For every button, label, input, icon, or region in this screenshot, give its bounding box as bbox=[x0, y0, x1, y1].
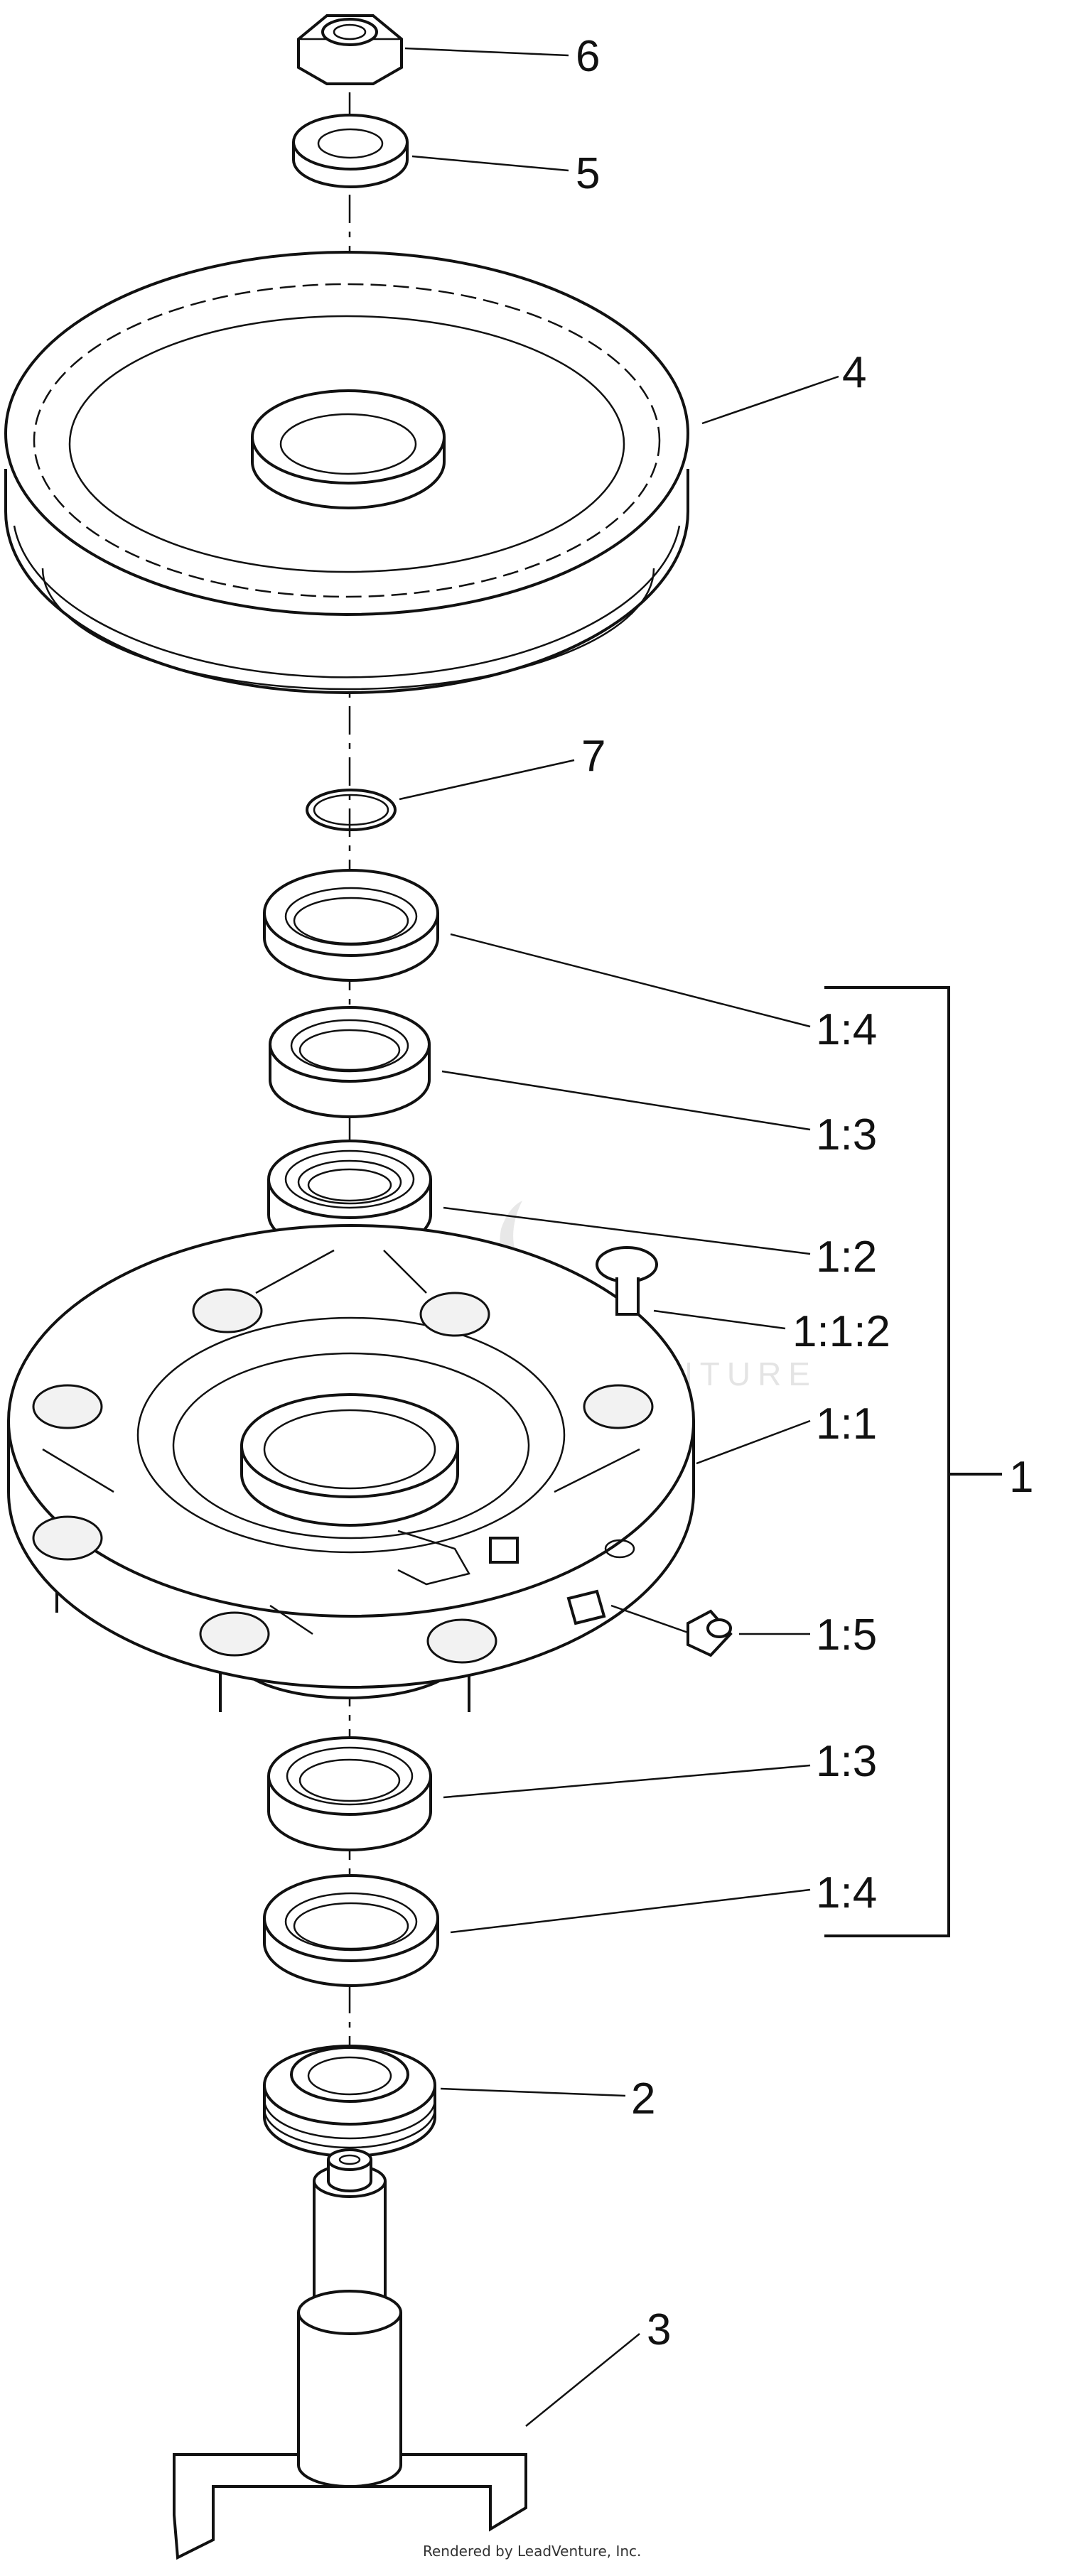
part-7-o-ring[interactable] bbox=[306, 789, 397, 831]
leader-lines bbox=[399, 47, 839, 2427]
callout-1-3-top: 1:3 bbox=[816, 1110, 877, 1159]
callout-labels: 6 5 4 7 1:4 1:3 1:2 1:1:2 1:1 1 1:5 1:3 … bbox=[576, 32, 1033, 2354]
callout-3: 3 bbox=[647, 2305, 671, 2354]
callout-7: 7 bbox=[581, 732, 605, 781]
part-1-3-bottom-bearing[interactable] bbox=[267, 1736, 432, 1851]
callout-6: 6 bbox=[576, 32, 600, 81]
assembly-bracket bbox=[824, 986, 1002, 1937]
callout-1-3-bottom: 1:3 bbox=[816, 1737, 877, 1786]
callout-5: 5 bbox=[576, 149, 600, 198]
part-5-washer[interactable] bbox=[292, 114, 409, 188]
callout-1: 1 bbox=[1009, 1453, 1033, 1502]
part-1-4-bottom-seal[interactable] bbox=[263, 1874, 439, 1987]
part-1-3-top-bearing[interactable] bbox=[269, 1006, 431, 1118]
callout-1-2: 1:2 bbox=[816, 1233, 877, 1282]
callout-1-4-bottom: 1:4 bbox=[816, 1868, 877, 1917]
part-1-5-grease-fitting[interactable] bbox=[610, 1604, 733, 1657]
part-3-spindle-shaft[interactable] bbox=[173, 2148, 527, 2560]
part-1-1-2-plug[interactable] bbox=[596, 1246, 658, 1316]
callout-1-1: 1:1 bbox=[816, 1400, 877, 1449]
callout-1-5: 1:5 bbox=[816, 1611, 877, 1660]
callout-1-4-top: 1:4 bbox=[816, 1005, 877, 1054]
callout-1-1-2: 1:1:2 bbox=[792, 1307, 890, 1356]
callout-2: 2 bbox=[631, 2074, 655, 2123]
callout-4: 4 bbox=[842, 348, 866, 397]
rendered-by-credit: Rendered by LeadVenture, Inc. bbox=[423, 2543, 641, 2560]
part-6-hex-nut[interactable] bbox=[297, 14, 403, 85]
part-2-spacer[interactable] bbox=[263, 2045, 436, 2158]
part-1-4-top-seal[interactable] bbox=[263, 869, 439, 982]
part-4-pulley[interactable] bbox=[4, 251, 689, 694]
part-1-1-spindle-housing[interactable] bbox=[7, 1224, 695, 1712]
